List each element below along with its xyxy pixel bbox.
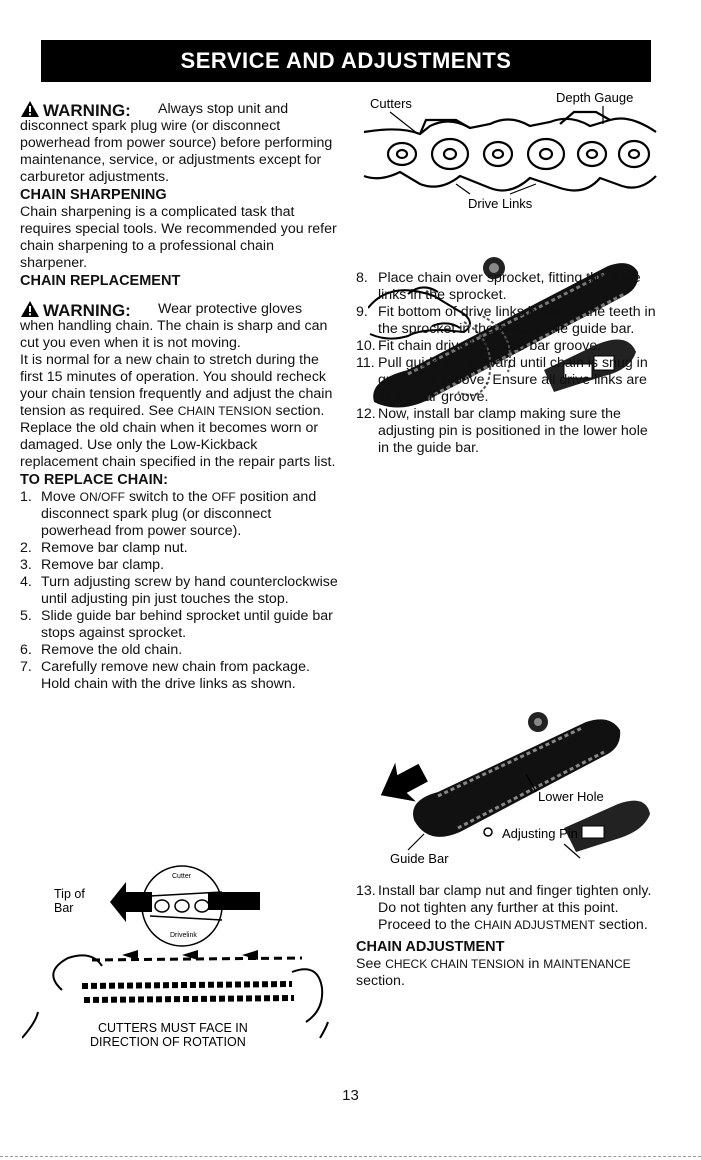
warning-triangle-icon [20, 300, 40, 318]
guide-bar-figure: Lower Hole Adjusting Pin Guide Bar [368, 700, 658, 880]
chain-sharpening-text: Chain sharpening is a complicated task t… [20, 204, 337, 271]
warning-gloves-text: Wear protective gloves when handling cha… [20, 301, 328, 351]
guide-bar-drawing [413, 712, 650, 852]
list-item: 11.Pull guide bar forward until chain is… [356, 355, 648, 405]
list-item: 1. Move ON/OFF switch to the OFF positio… [20, 489, 317, 539]
rotation-direction-figure: Tip of Bar Cutter Drivelink CUTTERS MUST… [21, 862, 340, 1052]
warning-label: WARNING: [43, 101, 131, 120]
detail-circle [141, 865, 223, 947]
replacement-para-2: Replace the old chain when it becomes wo… [20, 420, 336, 470]
guide-bar-drawing [373, 257, 639, 408]
list-item: 3.Remove bar clamp. [20, 557, 165, 573]
adjusting-pin-label: Adjusting Pin [502, 826, 578, 841]
list-item: 4.Turn adjusting screw by hand countercl… [20, 574, 338, 607]
list-item: 10.Fit chain drive links into bar groove… [356, 338, 602, 354]
chain-on-bar-figure [367, 252, 644, 412]
warning-general-text: Always stop unit and disconnect spark pl… [20, 101, 333, 185]
chain-detail-drawing [149, 891, 223, 921]
page-edge-line [0, 1156, 701, 1158]
list-item: 2.Remove bar clamp nut. [20, 540, 188, 556]
list-item: 13. Install bar clamp nut and finger tig… [356, 883, 652, 933]
chain-adjustment-heading: CHAIN ADJUSTMENT [356, 939, 505, 955]
depth-gauge-label: Depth Gauge [556, 90, 633, 105]
chain-anatomy-figure: Cutters Depth Gauge Drive Links [360, 88, 660, 216]
replace-steps-list-continued: 8.Place chain over sprocket, fitting the… [356, 270, 656, 457]
right-column-lower: 13. Install bar clamp nut and finger tig… [356, 883, 656, 990]
tip-of-bar-label: Bar [54, 901, 73, 915]
rotation-caption-line1: CUTTERS MUST FACE IN [98, 1021, 248, 1035]
list-item: 9.Fit bottom of drive links between the … [356, 304, 656, 337]
list-item: 8.Place chain over sprocket, fitting the… [356, 270, 641, 303]
drive-links-label: Drive Links [468, 196, 533, 211]
bar-tip-drawing [208, 892, 260, 910]
list-item: 12.Now, install bar clamp making sure th… [356, 406, 648, 456]
warning-gloves: WARNING: [20, 298, 338, 319]
page-number: 13 [342, 1087, 359, 1104]
chain-loop-drawing [457, 313, 511, 397]
cutter-label: Cutter [172, 873, 192, 880]
to-replace-chain-heading: TO REPLACE CHAIN: [20, 472, 168, 488]
direction-arrow-icon [380, 762, 428, 802]
rotation-caption-line2: DIRECTION OF ROTATION [90, 1035, 246, 1049]
warning-label: WARNING: [43, 301, 131, 320]
lower-hole-label: Lower Hole [538, 789, 604, 804]
warning-triangle-icon [20, 100, 40, 118]
tip-of-bar-label: Tip of [54, 887, 85, 901]
direction-arrow-icon [242, 950, 258, 960]
guide-bar-label: Guide Bar [390, 851, 449, 866]
chain-replacement-heading: CHAIN REPLACEMENT [20, 273, 181, 289]
warning-general: WARNING: [20, 98, 338, 119]
replace-steps-list: 1. Move ON/OFF switch to the OFF positio… [20, 489, 338, 693]
replacement-para-1: It is normal for a new chain to stretch … [20, 352, 333, 419]
list-item: 5.Slide guide bar behind sprocket until … [20, 608, 333, 641]
direction-arrow-icon [182, 950, 198, 960]
left-column: WARNING: Always stop unit and disconnect… [20, 98, 338, 693]
direction-arrow-icon [110, 882, 152, 922]
chain-adjustment-text: See CHECK CHAIN TENSION in MAINTENANCE s… [356, 956, 631, 989]
list-item: 7.Carefully remove new chain from packag… [20, 659, 310, 692]
drivelink-label: Drivelink [170, 932, 197, 939]
section-header: SERVICE AND ADJUSTMENTS [41, 40, 651, 82]
chain-segment-drawing [363, 106, 657, 195]
right-column: 8.Place chain over sprocket, fitting the… [356, 270, 656, 457]
direction-arrow-icon [122, 950, 138, 960]
chain-sharpening-heading: CHAIN SHARPENING [20, 187, 167, 203]
hand-drawing [367, 286, 471, 340]
cutters-label: Cutters [370, 96, 412, 111]
list-item: 6.Remove the old chain. [20, 642, 183, 658]
replace-steps-list-final: 13. Install bar clamp nut and finger tig… [356, 883, 656, 934]
